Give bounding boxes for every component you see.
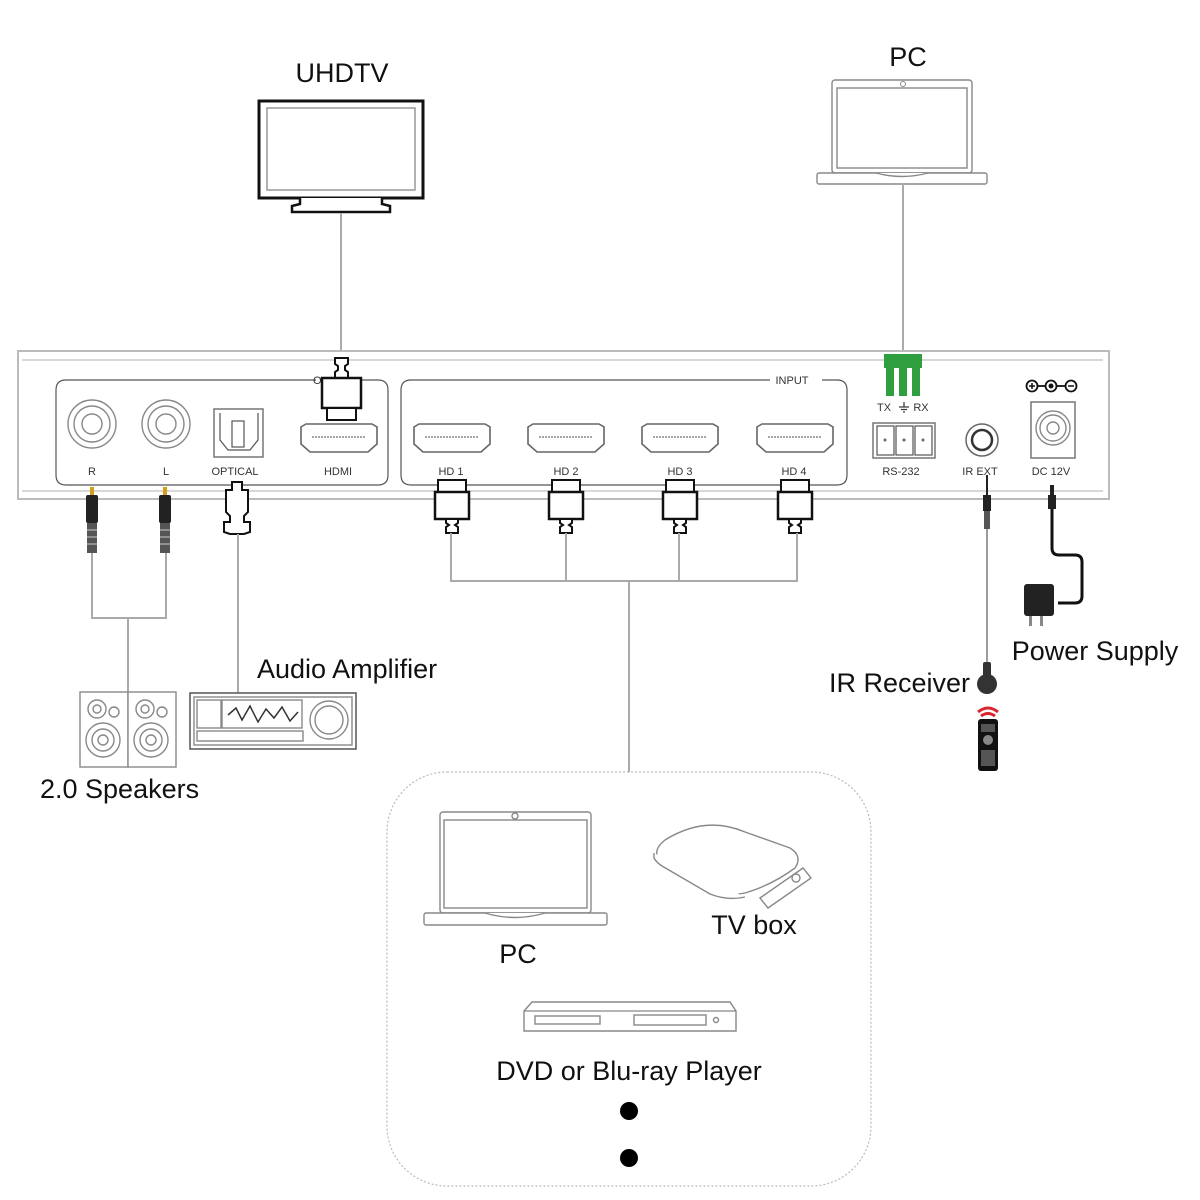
optical-port[interactable]: [213, 408, 264, 458]
dc-power-port[interactable]: [1030, 401, 1076, 459]
tv-remote-icon: [758, 867, 813, 909]
pc-source-label: PC: [499, 939, 537, 969]
ellipsis-dot: [620, 1102, 638, 1120]
hdmi-input-plug-icon: [776, 479, 814, 534]
rca-l-plug-icon: [159, 487, 171, 553]
hdmi-out-plug-icon: [320, 357, 363, 421]
ir-plug-icon: [983, 475, 991, 529]
rca-r-port[interactable]: [67, 399, 117, 449]
hd2-label: HD 2: [553, 466, 578, 478]
hdmi-out-label: HDMI: [324, 466, 352, 478]
ellipsis-dot: [620, 1149, 638, 1167]
hdmi-input-port-3[interactable]: [641, 423, 719, 453]
rs232-port[interactable]: [872, 422, 936, 459]
pc-top-label: PC: [889, 42, 927, 72]
power-cable: [1050, 509, 1084, 605]
speaker-cable: [91, 553, 167, 692]
ir-remote-icon: [977, 706, 999, 771]
optical-plug-icon: [223, 481, 251, 535]
rs232-tx-label: TX: [877, 402, 892, 414]
hdmi-input-plug-icon: [433, 479, 471, 534]
rs232-rx-label: RX: [913, 402, 929, 414]
rs232-plug-icon: [884, 354, 922, 396]
dvd-player-label: DVD or Blu-ray Player: [496, 1056, 762, 1086]
ir-receiver-icon: [977, 662, 997, 694]
more-sources-indicator: [620, 1102, 638, 1167]
ir-ext-port[interactable]: [965, 423, 999, 457]
dc-label: DC 12V: [1032, 466, 1071, 478]
hd4-label: HD 4: [781, 466, 806, 478]
dc-plug-icon: [1048, 485, 1056, 509]
input-group-frame: [400, 379, 848, 486]
power-supply-label: Power Supply: [1012, 636, 1179, 666]
tv-icon: [257, 99, 425, 214]
laptop-icon: [423, 811, 608, 926]
speakers-icon: [79, 691, 177, 768]
hdmi-input-port-2[interactable]: [527, 423, 605, 453]
tv-box-label: TV box: [711, 910, 797, 940]
hdmi-input-cables: [450, 533, 798, 772]
tv-box-device: TV box: [653, 824, 813, 940]
laptop-icon: [816, 79, 988, 185]
hdmi-input-plug-icon: [547, 479, 585, 534]
dvd-player-device: DVD or Blu-ray Player: [496, 1001, 762, 1086]
rca-r-label: R: [88, 466, 96, 478]
ir-ext-label: IR EXT: [962, 466, 998, 478]
hd3-label: HD 3: [667, 466, 692, 478]
optical-label: OPTICAL: [211, 466, 258, 478]
hdmi-input-port-4[interactable]: [756, 423, 834, 453]
ground-icon: [899, 402, 909, 413]
input-group-label: INPUT: [776, 375, 809, 387]
rca-l-port[interactable]: [141, 399, 191, 449]
uhdtv-device: UHDTV: [257, 58, 425, 214]
rs232-label: RS-232: [882, 466, 919, 478]
hdmi-input-port-1[interactable]: [413, 423, 491, 453]
dvd-player-icon: [523, 1001, 737, 1032]
tv-box-icon: [653, 824, 799, 900]
rca-l-label: L: [163, 466, 169, 478]
sources-group-frame: [386, 771, 872, 1187]
hdmi-out-port[interactable]: [300, 423, 378, 453]
hd1-label: HD 1: [438, 466, 463, 478]
pc-source-device: PC: [423, 811, 608, 969]
dc-polarity-icon: [1025, 379, 1078, 393]
amplifier-icon: [189, 692, 357, 750]
speakers-label: 2.0 Speakers: [40, 774, 199, 804]
uhdtv-label: UHDTV: [296, 58, 389, 88]
rca-r-plug-icon: [86, 487, 98, 553]
output-group-frame: [55, 379, 389, 486]
audio-amplifier-label: Audio Amplifier: [257, 654, 437, 684]
ir-receiver-label: IR Receiver: [829, 668, 970, 698]
power-adapter-icon: [1024, 584, 1054, 626]
switcher-rear-panel: O R L OPTICAL HDMI: [17, 350, 1110, 500]
hdmi-input-plug-icon: [661, 479, 699, 534]
output-group-label: O: [313, 375, 322, 387]
pc-top-device: PC: [816, 42, 988, 185]
